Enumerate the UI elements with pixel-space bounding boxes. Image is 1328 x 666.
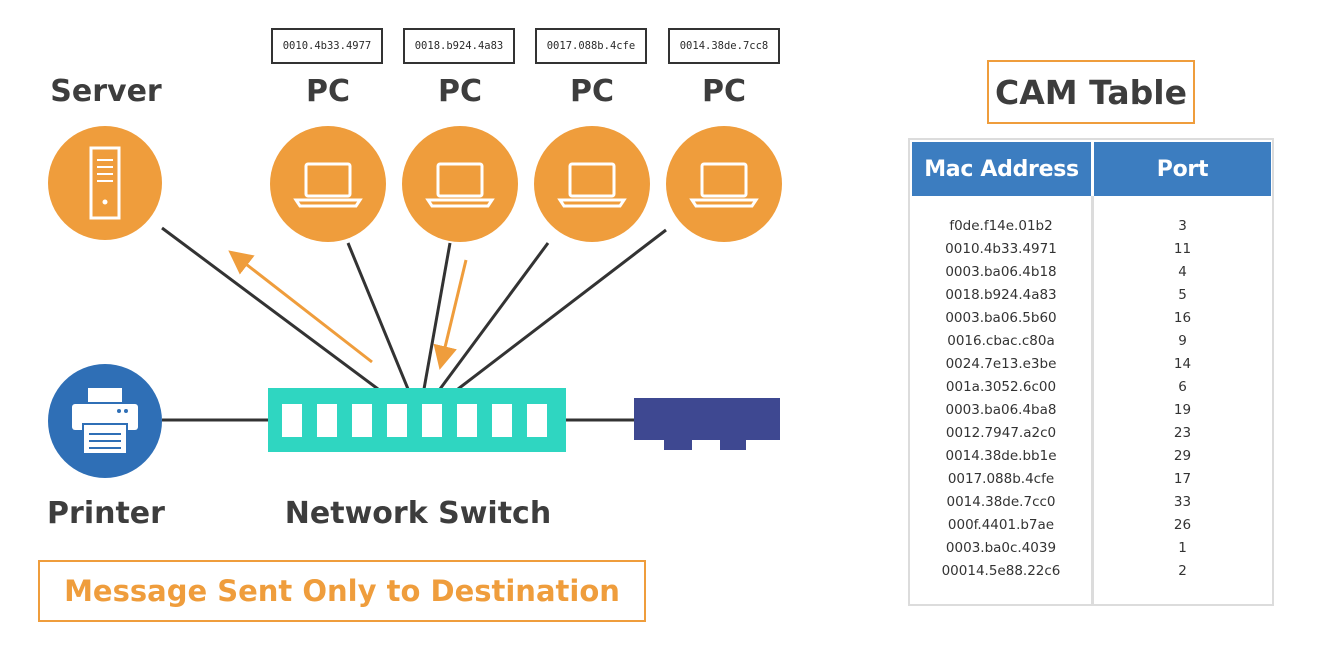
- mac-label-pc1: 0010.4b33.4977: [271, 28, 383, 64]
- port-cell: 17: [1173, 471, 1192, 487]
- mac-cell: 0014.38de.bb1e: [945, 448, 1057, 464]
- port-cell: 3: [1178, 218, 1187, 234]
- switch-port: [317, 404, 337, 437]
- mac-cell: 0012.7947.a2c0: [945, 425, 1057, 441]
- table-row: 0003.ba0c.4039 1: [910, 540, 1272, 563]
- switch-label: Network Switch: [284, 496, 552, 531]
- table-row: 0018.b924.4a83 5: [910, 287, 1272, 310]
- mac-cell: 00014.5e88.22c6: [941, 563, 1061, 579]
- table-row: 0024.7e13.e3be 14: [910, 356, 1272, 379]
- header-port: Port: [1094, 142, 1271, 196]
- port-cell: 19: [1173, 402, 1192, 418]
- pc4-wire: [457, 228, 667, 391]
- table-row: 0010.4b33.4971 11: [910, 241, 1272, 264]
- port-cell: 2: [1178, 563, 1187, 579]
- port-cell: 11: [1173, 241, 1192, 257]
- pc3-label: PC: [569, 74, 614, 109]
- mac-cell: 0017.088b.4cfe: [947, 471, 1055, 487]
- port-cell: 33: [1173, 494, 1192, 510]
- table-row: 0017.088b.4cfe 17: [910, 471, 1272, 494]
- port-cell: 29: [1173, 448, 1192, 464]
- mac-cell: 0003.ba06.4ba8: [945, 402, 1057, 418]
- pc1-node: [270, 126, 386, 242]
- server-node: [48, 126, 162, 240]
- arrow-to-server: [228, 250, 373, 364]
- pc3-wire: [438, 242, 550, 390]
- switch-port: [387, 404, 407, 437]
- network-switch: [268, 388, 566, 452]
- column-divider: [1091, 196, 1094, 604]
- pc1-wire: [346, 242, 410, 390]
- switch-port: [422, 404, 442, 437]
- printer-icon: [72, 388, 138, 455]
- laptop-icon: [293, 162, 363, 208]
- table-row: 0016.cbac.c80a 9: [910, 333, 1272, 356]
- mac-cell: 0018.b924.4a83: [945, 287, 1057, 303]
- mac-cell: f0de.f14e.01b2: [949, 218, 1053, 234]
- switch-port: [492, 404, 512, 437]
- mac-label-pc2: 0018.b924.4a83: [403, 28, 515, 64]
- port-cell: 9: [1178, 333, 1187, 349]
- mac-label-pc4: 0014.38de.7cc8: [668, 28, 780, 64]
- port-cell: 6: [1178, 379, 1187, 395]
- laptop-icon: [557, 162, 627, 208]
- port-cell: 4: [1178, 264, 1187, 280]
- laptop-icon: [689, 162, 759, 208]
- server-icon: [89, 146, 121, 220]
- pc4-label: PC: [701, 74, 746, 109]
- printer-label: Printer: [47, 496, 165, 531]
- port-cell: 16: [1173, 310, 1192, 326]
- table-row: f0de.f14e.01b2 3: [910, 218, 1272, 241]
- switch-port: [282, 404, 302, 437]
- mac-cell: 0010.4b33.4971: [945, 241, 1057, 257]
- pc3-node: [534, 126, 650, 242]
- pc2-label: PC: [437, 74, 482, 109]
- table-row: 0003.ba06.5b60 16: [910, 310, 1272, 333]
- table-row: 0003.ba06.4b18 4: [910, 264, 1272, 287]
- pc1-label: PC: [305, 74, 350, 109]
- mac-cell: 0014.38de.7cc0: [946, 494, 1056, 510]
- laptop-icon: [425, 162, 495, 208]
- port-cell: 5: [1178, 287, 1187, 303]
- arrow-from-pc: [433, 259, 468, 370]
- table-row: 0014.38de.bb1e 29: [910, 448, 1272, 471]
- caption-text: Message Sent Only to Destination: [64, 574, 620, 608]
- mac-cell: 0003.ba06.5b60: [945, 310, 1057, 326]
- switch-port: [527, 404, 547, 437]
- mac-cell: 0016.cbac.c80a: [947, 333, 1055, 349]
- mac-cell: 001a.3052.6c00: [945, 379, 1057, 395]
- switch-port: [457, 404, 477, 437]
- port-cell: 1: [1178, 540, 1187, 556]
- header-mac-address: Mac Address: [912, 142, 1091, 196]
- cam-table-title-text: CAM Table: [995, 72, 1187, 112]
- table-row: 0012.7947.a2c0 23: [910, 425, 1272, 448]
- cam-table-title: CAM Table: [987, 60, 1195, 124]
- table-row: 0014.38de.7cc0 33: [910, 494, 1272, 517]
- server-wire: [161, 226, 379, 391]
- mac-cell: 0024.7e13.e3be: [945, 356, 1057, 372]
- table-row: 0003.ba06.4ba8 19: [910, 402, 1272, 425]
- table-row: 00014.5e88.22c6 2: [910, 563, 1272, 586]
- cam-table: Mac Address Port f0de.f14e.01b2 3 0010.4b…: [908, 138, 1274, 606]
- printer-node: [48, 364, 162, 478]
- switch-port: [352, 404, 372, 437]
- mac-cell: 000f.4401.b7ae: [947, 517, 1055, 533]
- mac-cell: 0003.ba0c.4039: [945, 540, 1057, 556]
- table-row: 001a.3052.6c00 6: [910, 379, 1272, 402]
- port-cell: 14: [1173, 356, 1192, 372]
- mac-label-pc3: 0017.088b.4cfe: [535, 28, 647, 64]
- server-label: Server: [50, 74, 162, 109]
- caption-box: Message Sent Only to Destination: [38, 560, 646, 622]
- router-device: [634, 398, 780, 450]
- pc4-node: [666, 126, 782, 242]
- pc2-node: [402, 126, 518, 242]
- pc2-wire: [422, 242, 452, 390]
- table-row: 000f.4401.b7ae 26: [910, 517, 1272, 540]
- port-cell: 26: [1173, 517, 1192, 533]
- mac-cell: 0003.ba06.4b18: [945, 264, 1057, 280]
- port-cell: 23: [1173, 425, 1192, 441]
